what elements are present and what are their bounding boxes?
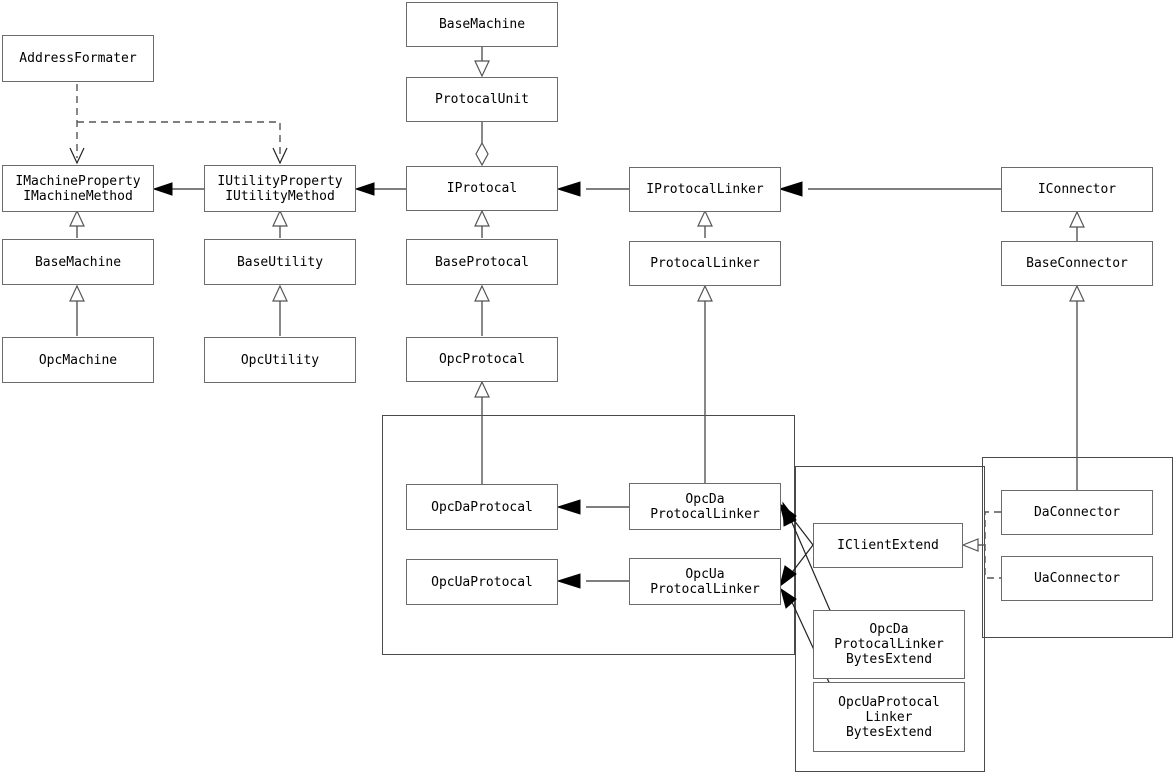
node-base-connector[interactable]: BaseConnector bbox=[1001, 241, 1153, 286]
node-iprotocal-linker[interactable]: IProtocalLinker bbox=[629, 167, 781, 212]
node-iconnector[interactable]: IConnector bbox=[1001, 167, 1153, 212]
node-base-machine-top[interactable]: BaseMachine bbox=[406, 2, 558, 47]
node-imachine-property[interactable]: IMachineProperty IMachineMethod bbox=[2, 165, 154, 212]
node-iutility-property[interactable]: IUtilityProperty IUtilityMethod bbox=[204, 165, 356, 212]
node-base-utility[interactable]: BaseUtility bbox=[204, 239, 356, 285]
node-opc-machine[interactable]: OpcMachine bbox=[2, 337, 154, 383]
node-iclient-extend[interactable]: IClientExtend bbox=[813, 523, 963, 568]
node-iprotocal[interactable]: IProtocal bbox=[406, 166, 558, 211]
node-base-machine-left[interactable]: BaseMachine bbox=[2, 239, 154, 285]
node-opc-ua-protocal[interactable]: OpcUaProtocal bbox=[406, 559, 558, 605]
frame-connector-package bbox=[982, 457, 1173, 638]
node-opc-utility[interactable]: OpcUtility bbox=[204, 337, 356, 383]
node-da-connector[interactable]: DaConnector bbox=[1001, 490, 1153, 535]
node-opc-da-bytes-extend[interactable]: OpcDa ProtocalLinker BytesExtend bbox=[813, 610, 965, 679]
node-opc-ua-protocal-linker[interactable]: OpcUa ProtocalLinker bbox=[629, 558, 781, 605]
node-address-formater[interactable]: AddressFormater bbox=[2, 35, 154, 82]
node-ua-connector[interactable]: UaConnector bbox=[1001, 556, 1153, 601]
node-opc-da-protocal[interactable]: OpcDaProtocal bbox=[406, 484, 558, 530]
node-opc-protocal[interactable]: OpcProtocal bbox=[406, 337, 558, 382]
node-opc-da-protocal-linker[interactable]: OpcDa ProtocalLinker bbox=[629, 483, 781, 530]
node-protocal-unit[interactable]: ProtocalUnit bbox=[406, 77, 558, 122]
frame-protocal-package bbox=[382, 415, 795, 655]
node-protocal-linker[interactable]: ProtocalLinker bbox=[629, 241, 781, 286]
node-opc-ua-bytes-extend[interactable]: OpcUaProtocal Linker BytesExtend bbox=[813, 682, 965, 752]
node-base-protocal[interactable]: BaseProtocal bbox=[406, 239, 558, 285]
